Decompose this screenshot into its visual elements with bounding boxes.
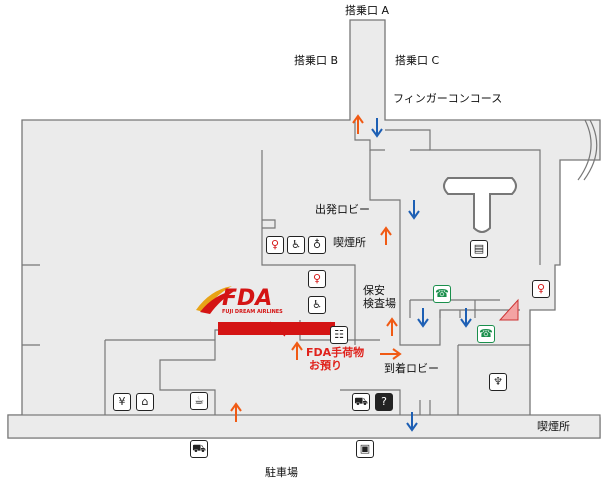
- restaurant-icon: ♆: [489, 373, 507, 391]
- fda-baggage-label-1: FDA手荷物: [306, 346, 365, 359]
- phone-icon-2: ☎: [477, 325, 495, 343]
- baby-bottle-icon: ♁: [308, 236, 326, 254]
- arrival-corridor: [7, 414, 601, 439]
- stairs-icon: [498, 298, 519, 321]
- fda-logo-tagline: FUJI DREAM AIRLINES: [222, 309, 283, 315]
- locker-icon: ▤: [470, 240, 488, 258]
- phone-icon: ☎: [433, 285, 451, 303]
- wheelchair-icon-2: ♿: [308, 296, 326, 314]
- information-icon: ?: [375, 393, 393, 411]
- departure-lobby-label: 出発ロビー: [315, 203, 370, 216]
- fda-baggage-label-2: お預り: [309, 359, 342, 372]
- taxi-icon: ⛟: [352, 393, 370, 411]
- gate-c-label: 搭乗口 C: [395, 54, 440, 67]
- gate-a-label: 搭乗口 A: [345, 4, 390, 17]
- down-arrows: [371, 118, 472, 432]
- arrival-lobby-label: 到着ロビー: [384, 362, 439, 375]
- wheelchair-icon: ♿: [287, 236, 305, 254]
- baggage-carousel: [443, 177, 517, 233]
- car-icon: ⛟: [190, 440, 208, 458]
- security-check-label-2: 検査場: [363, 297, 396, 310]
- restroom-icon-2: ♀: [308, 270, 326, 288]
- fda-logo: [196, 286, 236, 314]
- parking-label: 駐車場: [265, 466, 298, 479]
- restroom-icon: ♀: [266, 236, 284, 254]
- currency-exchange-icon: ¥: [113, 393, 131, 411]
- bus-icon: ▣: [356, 440, 374, 458]
- restroom-icon-3: ♀: [532, 280, 550, 298]
- terminal-floor: [7, 19, 601, 439]
- gift-shop-icon: ⌂: [136, 393, 154, 411]
- gate-b-label: 搭乗口 B: [294, 54, 339, 67]
- up-arrows: [230, 114, 402, 422]
- smoking-area-label: 喫煙所: [333, 236, 366, 249]
- cafe-icon: ☕: [190, 392, 208, 410]
- finger-concourse-label: フィンガーコンコース: [393, 92, 503, 105]
- smoking-area-2-label: 喫煙所: [537, 420, 570, 433]
- fda-logo-text: FDA: [222, 286, 273, 311]
- security-check-label-1: 保安: [363, 284, 385, 297]
- locker-icon-2: ☷: [330, 326, 348, 344]
